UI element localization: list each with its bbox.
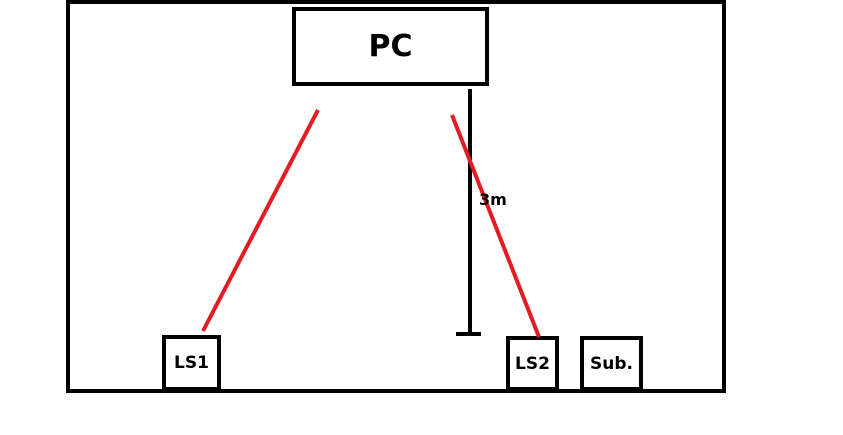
speaker-ls1-box: LS1 (162, 335, 221, 391)
subwoofer-box: Sub. (580, 336, 643, 391)
subwoofer-label: Sub. (590, 353, 633, 374)
distance-label: 3m (479, 190, 507, 209)
speaker-ls2-box: LS2 (506, 336, 559, 391)
speaker-ls2-label: LS2 (515, 353, 550, 374)
pc-label: PC (368, 29, 413, 64)
speaker-ls1-label: LS1 (174, 353, 209, 373)
pc-box: PC (292, 7, 489, 86)
